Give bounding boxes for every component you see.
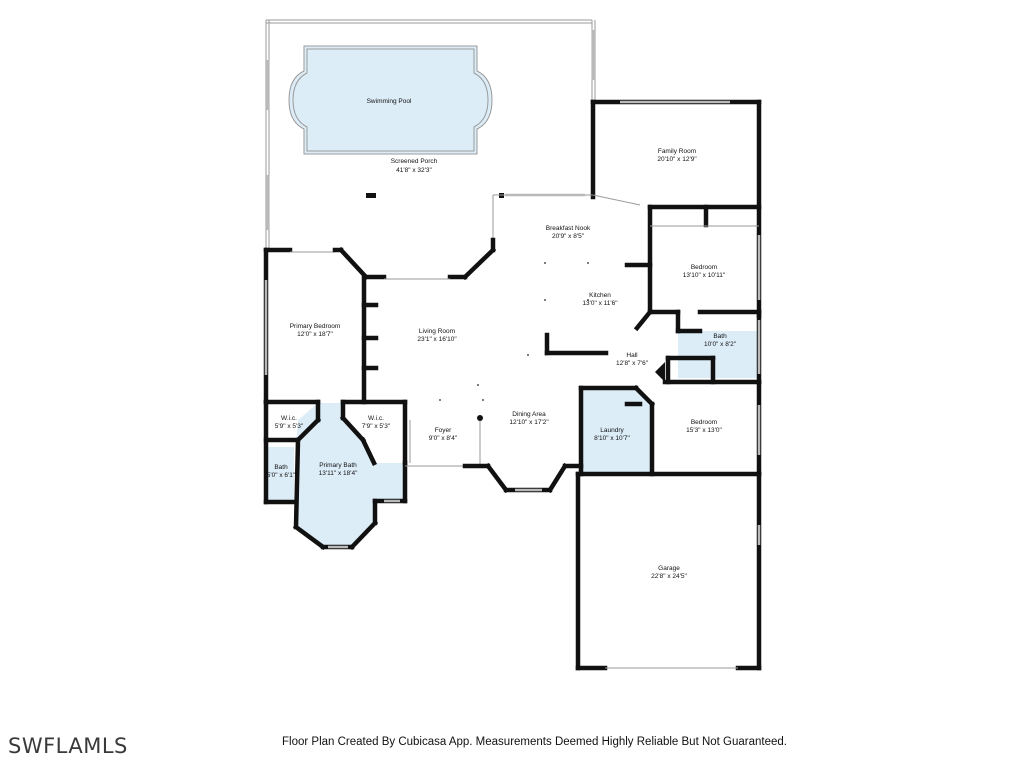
wic-1-label: W.i.c. bbox=[281, 415, 297, 422]
wic-1-dims: 5'9" x 5'3" bbox=[275, 423, 304, 430]
family-room-dims: 20'10" x 12'9" bbox=[657, 156, 697, 163]
garage-dims: 22'8" x 24'5" bbox=[651, 573, 687, 580]
foyer-dims: 9'0" x 8'4" bbox=[429, 435, 458, 442]
bath-2-dims: 5'0" x 6'1" bbox=[267, 472, 296, 479]
porch-dims: 41'8" x 32'3" bbox=[396, 167, 432, 174]
primary-bath-label: Primary Bath bbox=[319, 462, 357, 469]
primary-bath-fill bbox=[296, 403, 405, 547]
dining-area-dims: 12'10" x 17'2" bbox=[509, 419, 549, 426]
pool-outline bbox=[288, 45, 493, 155]
bath-1-label: Bath bbox=[713, 333, 727, 340]
mls-watermark: SWFLAMLS bbox=[8, 734, 128, 758]
bedroom-1-dims: 13'10" x 10'11" bbox=[683, 272, 726, 279]
primary-bath-dims: 13'11" x 18'4" bbox=[319, 470, 358, 477]
bedroom-1-label: Bedroom bbox=[691, 264, 717, 271]
room-labels: Swimming Pool Screened Porch 41'8" x 32'… bbox=[267, 98, 737, 580]
hall-label: Hall bbox=[626, 352, 638, 359]
living-room-label: Living Room bbox=[419, 328, 455, 335]
kitchen-label: Kitchen bbox=[589, 292, 611, 299]
laundry-fill bbox=[581, 388, 652, 472]
pool-label: Swimming Pool bbox=[367, 98, 412, 105]
bath-1-dims: 10'0" x 8'2" bbox=[704, 341, 737, 348]
breakfast-nook-dims: 20'9" x 8'5" bbox=[552, 233, 585, 240]
family-room-label: Family Room bbox=[658, 148, 696, 155]
laundry-label: Laundry bbox=[600, 427, 624, 434]
floor-plan-disclaimer: Floor Plan Created By Cubicasa App. Meas… bbox=[282, 736, 787, 748]
porch-label: Screened Porch bbox=[391, 158, 438, 165]
screened-porch-walls bbox=[265, 19, 596, 250]
hall-dims: 12'8" x 7'6" bbox=[616, 360, 649, 367]
interior-markers bbox=[439, 262, 589, 401]
porch-post bbox=[366, 193, 376, 198]
bedroom-2-label: Bedroom bbox=[691, 419, 717, 426]
bath-2-label: Bath bbox=[274, 464, 288, 471]
foyer-label: Foyer bbox=[435, 427, 452, 434]
dining-area-label: Dining Area bbox=[512, 411, 546, 418]
breakfast-nook-label: Breakfast Nook bbox=[546, 225, 591, 232]
wic-2-dims: 7'9" x 5'3" bbox=[362, 423, 391, 430]
swimming-pool-water bbox=[289, 46, 492, 154]
garage-label: Garage bbox=[658, 565, 680, 572]
laundry-dims: 8'10" x 10'7" bbox=[594, 435, 630, 442]
house-walls bbox=[263, 99, 762, 671]
bath-fill-2 bbox=[266, 447, 294, 502]
bedroom-2-dims: 15'3" x 13'0" bbox=[686, 427, 722, 434]
kitchen-dims: 13'0" x 11'6" bbox=[582, 300, 618, 307]
bath-fill-1 bbox=[678, 331, 758, 378]
primary-bedroom-dims: 12'0" x 18'7" bbox=[297, 331, 333, 338]
primary-bedroom-label: Primary Bedroom bbox=[290, 323, 341, 330]
wic-2-label: W.i.c. bbox=[368, 415, 384, 422]
living-room-dims: 23'1" x 16'10" bbox=[417, 336, 457, 343]
